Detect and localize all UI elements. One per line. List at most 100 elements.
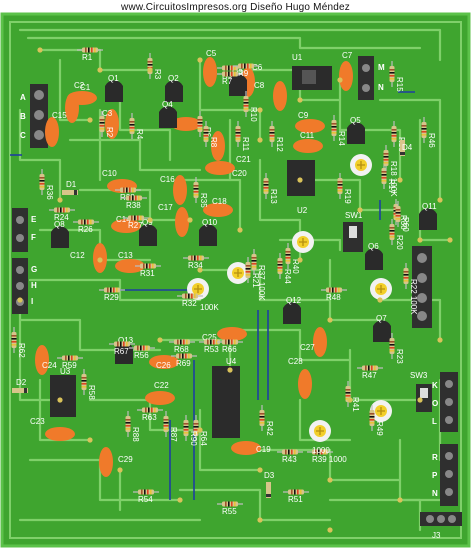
label-r60: R60 [401,217,410,232]
transistor-q5: Q5 [347,116,365,144]
capacitor-c17: C17 [158,203,189,237]
solder-pad [227,367,233,373]
transistor-q10: Q10 [199,218,218,246]
solder-pad [97,67,103,73]
label-c19: C19 [256,445,271,454]
transistor-q13: Q13 [115,336,134,364]
label-c28: C28 [288,357,303,366]
solder-pad [87,437,93,443]
label-c22: C22 [154,381,169,390]
label-q6: Q6 [368,242,379,251]
terminal-letter-c: C [20,131,26,140]
label-c15: C15 [52,111,67,120]
label-sw3: SW3 [410,371,428,380]
label-r32: R32 [182,299,197,308]
resistor-r90: R90 [183,415,198,446]
label-d2: D2 [16,378,27,387]
terminal-letter-r: R [432,453,438,462]
label-r48: R48 [326,293,341,302]
label-r53: R53 [204,345,219,354]
terminal-letter-l: L [432,417,437,426]
resistor-r69: R69 [171,353,197,368]
terminal-letter-k: K [432,381,438,390]
label-r22: R22 100K [409,279,418,315]
label-r26: R26 [78,225,93,234]
resistor-r54: R54 [133,489,159,504]
trimmer-potentiometer-icon [370,278,392,300]
label-r14: R14 [337,131,346,146]
label-r67: R67 [114,347,129,356]
label-q5: Q5 [350,116,361,125]
label-r36: R36 [45,185,54,200]
terminal-letter-n-top: N [378,83,384,92]
resistors: R1R2R3R4R5R6R7R8R9R10R11R12R13R14R15R16R… [11,47,436,516]
terminal-block-right-bottom: K O L R P N [432,372,458,506]
label-c14: C14 [116,215,131,224]
capacitor-c13: C13 [115,251,145,273]
label-r59: R59 [62,361,77,370]
label-r17: R17 [387,179,396,194]
resistor-r10: R10 [243,91,258,122]
resistor-r36: R36 [39,169,54,200]
capacitor-c20: C20 [205,161,247,178]
label-r10: R10 [249,107,258,122]
trimmer-potentiometer-icon [370,400,392,422]
resistor-r39: R39 1000 [307,449,347,464]
resistor-r87: R87 [163,411,178,442]
resistor-r55: R55 [217,501,243,516]
transistor-q1: Q1 [105,74,123,102]
terminal-block-right-mid [412,246,432,328]
terminal-letter-b: B [20,112,26,121]
resistor-r18: R18 100K [383,145,398,197]
label-c29: C29 [118,455,133,464]
resistor-r26: R26 [73,219,99,234]
label-r56: R56 [134,351,149,360]
value-1000: 1000 [312,446,330,455]
resistor-r46: R46 [421,117,436,148]
resistor-r34: R34 [183,255,209,270]
solder-pad [347,397,353,403]
resistor-r31: R31 [135,263,161,278]
label-r62: R62 [17,343,26,358]
resistor-r19: R19 [337,173,352,204]
resistor-r40: R40 [285,243,300,274]
label-r30: R30 [399,215,408,230]
resistor-r67: R67 [109,341,135,356]
terminal-letter-o: O [432,399,438,408]
terminal-letter-i: I [31,297,33,306]
label-r88: R88 [131,427,140,442]
transistor-q2: Q2 [165,74,183,102]
ic-u1: U1 [292,53,332,90]
resistor-r1: R1 [77,47,103,62]
terminal-letter-h: H [31,281,37,290]
resistor-r68: R68 [169,339,195,354]
label-r63: R63 [142,413,157,422]
board-inner-outline [9,21,462,539]
capacitor-c14: C14 [111,215,141,233]
label-c26: C26 [156,361,171,370]
resistor-r13: R13 [263,173,278,204]
capacitor-c9: C9 [295,111,325,133]
resistor-r38: R38 [121,195,147,210]
label-c20: C20 [232,169,247,178]
transistor-q12: Q12 [283,296,302,324]
resistor-r66: R66 [217,339,243,354]
resistor-r11: R11 [235,121,250,152]
label-c23: C23 [30,417,45,426]
switch-sw1: SW1 [343,211,363,252]
resistor-r27: R27 [123,215,149,230]
resistor-r64: R64 [193,415,208,446]
solder-pad [327,527,333,533]
label-c2: C2 [74,81,85,90]
solder-pad [397,497,403,503]
label-u1: U1 [292,53,303,62]
capacitor-c25: C25 [202,327,247,342]
label-q4: Q4 [162,100,173,109]
resistor-r14: R14 [331,115,346,146]
solder-pad [197,57,203,63]
terminal-letter-a: A [20,93,26,102]
solder-pad [117,467,123,473]
label-c10: C10 [102,169,117,178]
label-r4: R4 [135,129,144,140]
resistor-r58: R58 [81,369,96,400]
